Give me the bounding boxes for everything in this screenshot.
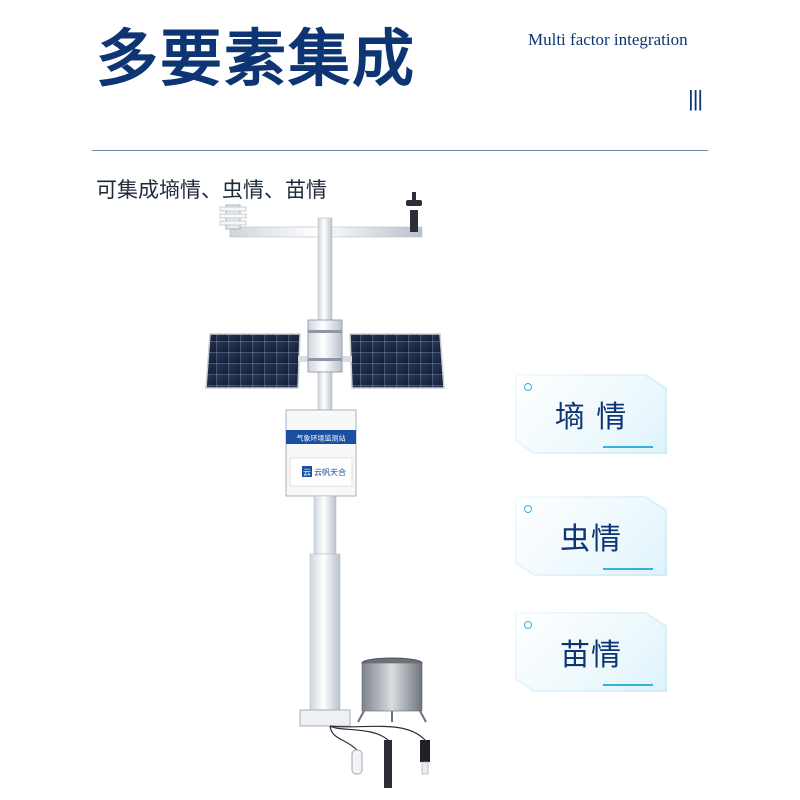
decorative-bars: |||: [688, 86, 703, 111]
pole-base: [299, 709, 351, 727]
soil-sensor-probe: [351, 749, 363, 775]
box-label: 气象环境监测站: [297, 434, 346, 443]
card-seedling-condition: 苗情: [515, 612, 667, 692]
lower-pole: [309, 553, 341, 715]
card-label: 虫情: [560, 522, 622, 557]
card-soil-moisture: 墒 情: [515, 374, 667, 454]
soil-moisture-probe: [384, 740, 392, 788]
card-dot-icon: [524, 505, 532, 513]
integration-description: 可集成墒情、虫情、苗情: [96, 178, 327, 202]
card-pest-situation: 虫情: [515, 496, 667, 576]
solar-panel-right: [349, 333, 445, 389]
page-title: 多要素集成: [96, 22, 417, 95]
soil-temp-sensor: [420, 740, 430, 762]
card-dot-icon: [524, 621, 532, 629]
radiation-shield: [219, 204, 247, 230]
control-box: 气象环境监测站 云 云帆天合: [285, 409, 357, 497]
card-accent-line: [603, 446, 653, 448]
battery-housing: [307, 319, 343, 373]
brand-name: 云帆天合: [314, 467, 346, 477]
card-accent-line: [603, 684, 653, 686]
card-label: 墒 情: [554, 400, 628, 435]
subtitle-english: Multi factor integration: [528, 30, 688, 49]
header-divider: [92, 150, 708, 151]
brand-logo-mark: 云: [303, 468, 311, 477]
mid-pole: [313, 495, 337, 555]
card-label: 苗情: [560, 638, 622, 673]
rain-gauge: [357, 657, 427, 723]
solar-panel-left: [205, 333, 301, 389]
soil-sensors: [329, 725, 426, 751]
card-accent-line: [603, 568, 653, 570]
wind-sensor: [406, 192, 422, 232]
card-dot-icon: [524, 383, 532, 391]
